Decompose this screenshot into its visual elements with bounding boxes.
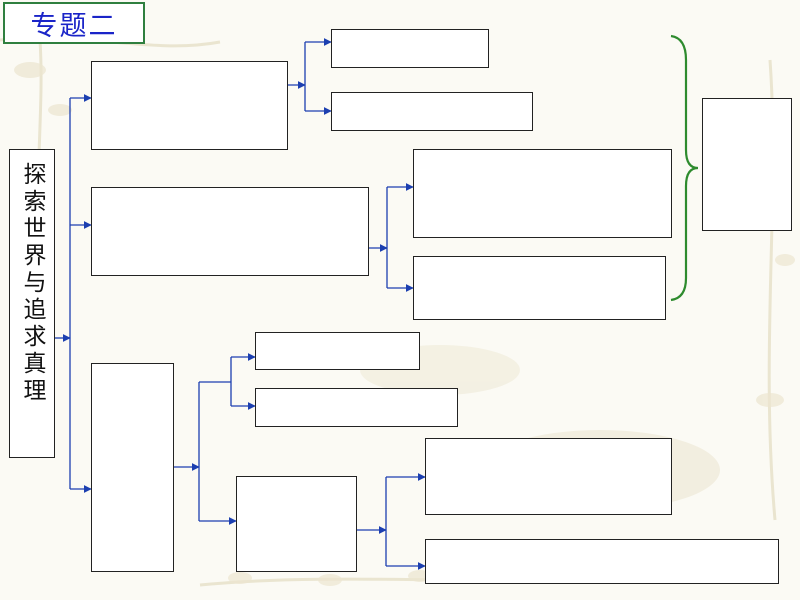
node-2b <box>413 256 666 320</box>
slide-title: 专题二 <box>30 10 118 42</box>
node-1a <box>331 29 489 68</box>
node-3a <box>255 332 420 370</box>
node-1 <box>91 61 288 150</box>
curly-brace <box>670 34 699 302</box>
node-2a <box>413 149 672 238</box>
node-3c <box>236 476 357 572</box>
node-3c2 <box>425 539 779 584</box>
node-3 <box>91 363 174 572</box>
node-1b <box>331 92 533 131</box>
root-node: 探索世界与追求真理 <box>9 149 55 458</box>
slide-title-box: 专题二 <box>3 2 145 44</box>
brace-summary-node <box>702 98 792 231</box>
node-2 <box>91 187 369 276</box>
root-node-label: 探索世界与追求真理 <box>19 162 45 405</box>
node-3b <box>255 388 458 427</box>
node-3c1 <box>425 438 672 515</box>
